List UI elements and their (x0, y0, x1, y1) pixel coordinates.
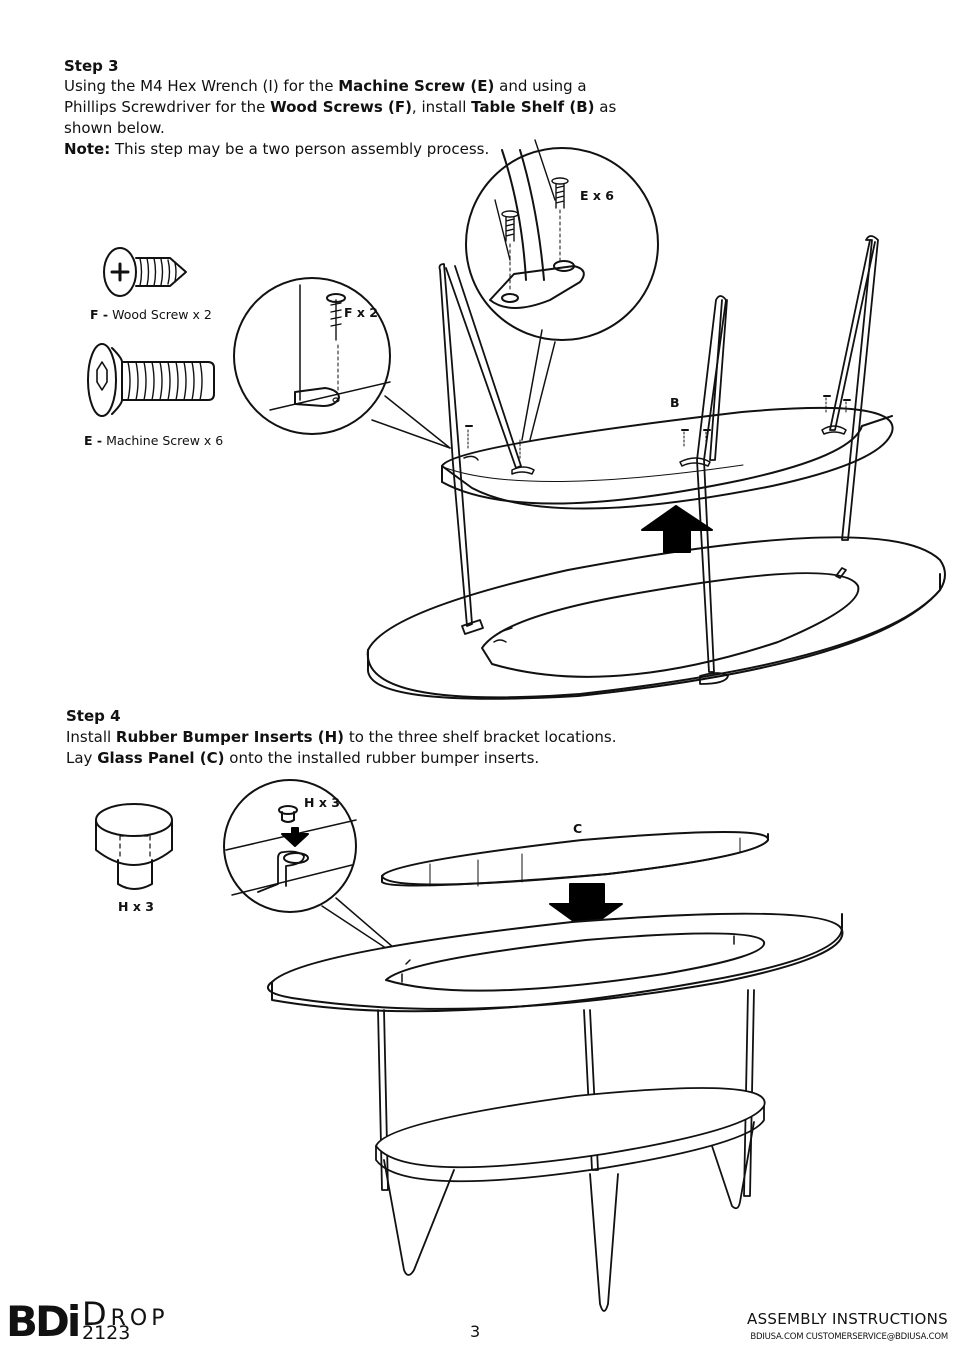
label-h-count: H x 3 (304, 795, 340, 810)
label-f-key: F - (90, 307, 109, 322)
label-machine-screw: E - Machine Screw x 6 (84, 433, 223, 448)
step4-title: Step 4 (66, 707, 121, 725)
down-arrow-icon (549, 883, 623, 931)
step3-title: Step 3 (64, 57, 119, 75)
label-e-key: E - (84, 433, 103, 448)
step3-l2c: , install (411, 98, 472, 116)
step3-l2d: Table Shelf (B) (471, 98, 595, 116)
page-number: 3 (470, 1322, 481, 1341)
table-top (267, 912, 844, 1013)
table-base (375, 989, 766, 1312)
callout-machine-screw (465, 139, 659, 441)
machine-screw-icon (87, 343, 215, 417)
label-f-text: Wood Screw x 2 (108, 307, 212, 322)
model-number: 2123 (82, 1322, 131, 1344)
glass-panel-c (381, 831, 769, 887)
note-text: This step may be a two person assembly p… (110, 140, 490, 158)
step3-l1c: and using a (494, 77, 587, 95)
step3-l2a: Phillips Screwdriver for the (64, 98, 271, 116)
footer-links: BDIUSA.COM CUSTOMERSERVICE@BDIUSA.COM (750, 1332, 948, 1342)
step3-l2e: as (594, 98, 617, 116)
up-arrow-icon (641, 505, 713, 553)
product-name: Drop (82, 1295, 169, 1333)
rubber-bumper-icon (95, 803, 173, 890)
footer-title: ASSEMBLY INSTRUCTIONS (747, 1310, 948, 1328)
step3-l1b: Machine Screw (E) (338, 77, 495, 95)
callout-wood-screw (233, 277, 451, 449)
lower-shelf (366, 536, 946, 700)
step4-l2a: Lay (66, 749, 98, 767)
step4-instructions: Install Rubber Bumper Inserts (H) to the… (66, 727, 626, 769)
step4-l2c: onto the installed rubber bumper inserts… (224, 749, 540, 767)
step3-legs (438, 235, 879, 685)
label-e-text: Machine Screw x 6 (102, 433, 224, 448)
label-e-count: E x 6 (580, 188, 615, 203)
bdi-logo: BDi (6, 1297, 81, 1346)
wood-screw-icon (103, 247, 187, 297)
shelf-brackets (463, 395, 851, 643)
step3-l3: shown below. (64, 119, 165, 137)
step4-l1c: to the three shelf bracket locations. (344, 728, 617, 746)
table-shelf-b (441, 406, 894, 510)
note-label: Note: (64, 140, 111, 158)
step3-instructions: Using the M4 Hex Wrench (I) for the Mach… (64, 76, 624, 160)
label-glass-c: C (573, 821, 583, 836)
label-f-count: F x 2 (344, 305, 379, 320)
step4-l1a: Install (66, 728, 116, 746)
step4-l1b: Rubber Bumper Inserts (H) (115, 728, 345, 746)
label-shelf-b: B (670, 395, 680, 410)
label-wood-screw: F - Wood Screw x 2 (90, 307, 212, 322)
step4-l2b: Glass Panel (C) (97, 749, 225, 767)
step3-l2b: Wood Screws (F) (270, 98, 412, 116)
label-h-part: H x 3 (118, 899, 154, 914)
step3-l1a: Using the M4 Hex Wrench (I) for the (64, 77, 339, 95)
